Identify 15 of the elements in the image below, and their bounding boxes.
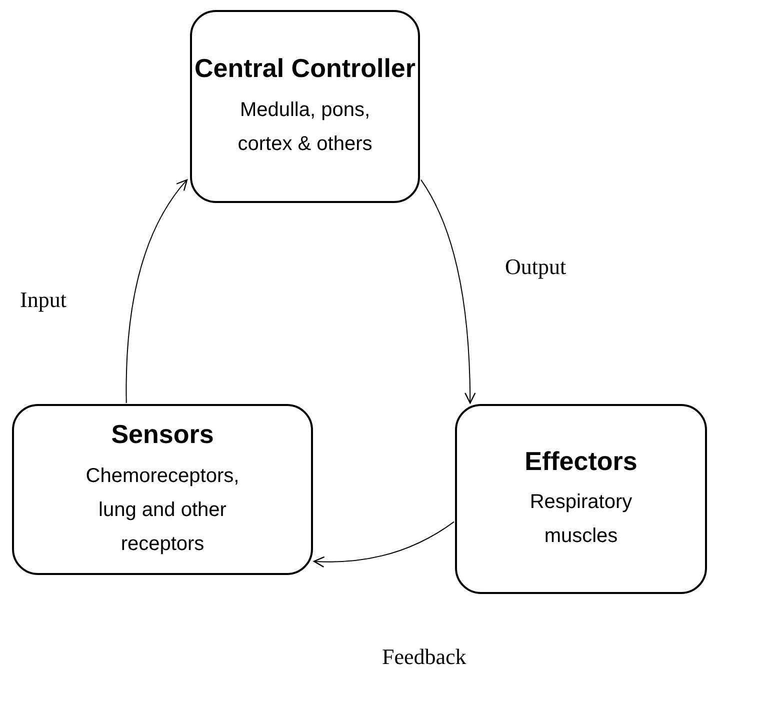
rounded-box — [455, 404, 707, 594]
box-description: Chemoreceptors, lung and other receptors — [84, 464, 240, 557]
edge-label: Feedback — [382, 643, 466, 671]
curved-arrow — [420, 179, 476, 404]
box-title: Sensors — [111, 418, 214, 451]
edge-label: Output — [505, 253, 566, 281]
rounded-box — [190, 10, 420, 203]
box-title: Central Controller — [194, 52, 416, 85]
box-description: Medulla, pons, cortex & others — [236, 98, 374, 157]
curved-arrow — [313, 521, 454, 568]
edge-label: Input — [20, 286, 66, 314]
rounded-box — [12, 404, 313, 575]
curved-arrow — [126, 179, 188, 404]
box-title: Effectors — [524, 444, 638, 478]
box-description: Respiratory muscles — [528, 490, 634, 550]
